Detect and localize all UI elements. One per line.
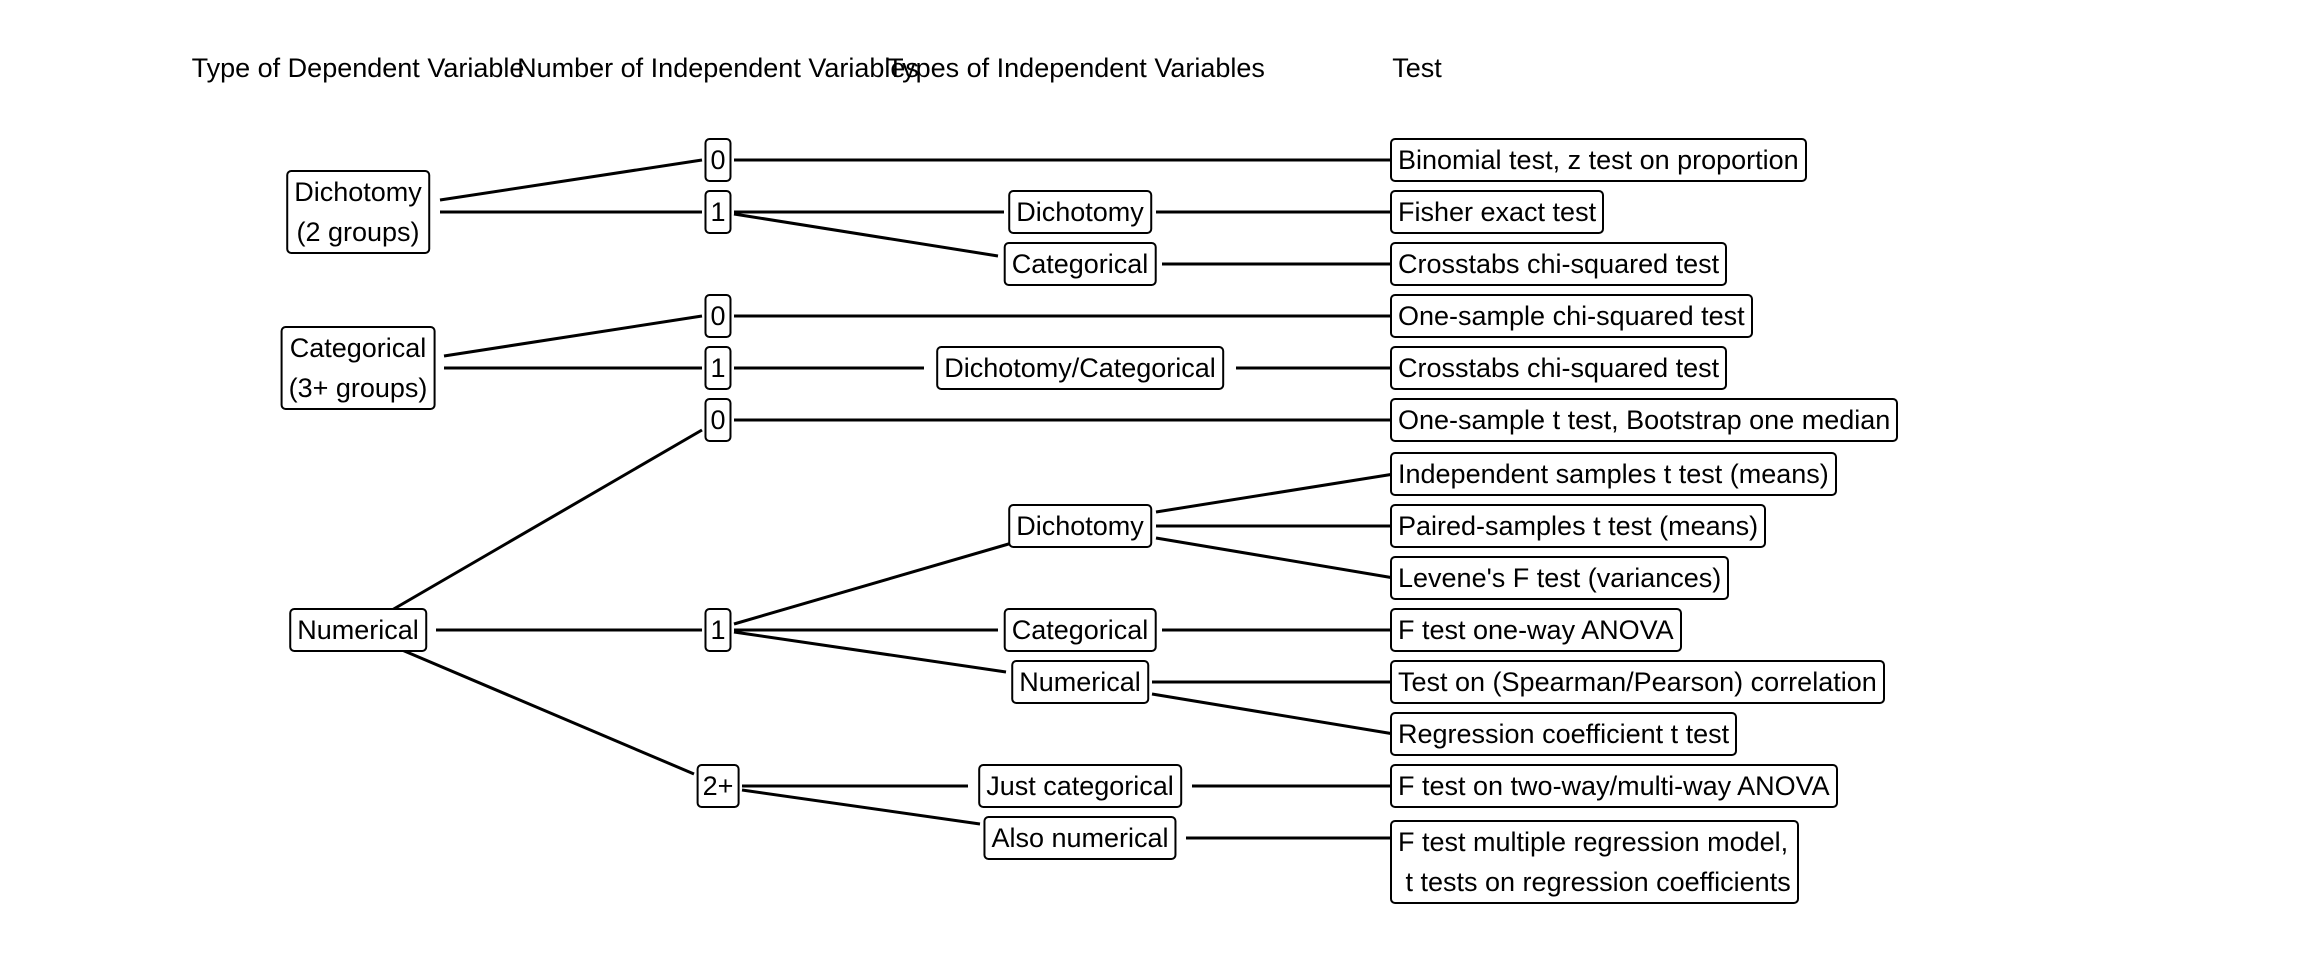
node-dependent-categorical-line1: Categorical [289, 333, 427, 363]
header-types-line2: Variables [1154, 53, 1265, 83]
node-type-num-also-numerical: Also numerical [983, 816, 1177, 860]
header-dependent-variable: Type of Dependent Variable [192, 47, 525, 89]
edge-numerical-regression [1151, 692, 1395, 736]
header-test: Test [1392, 47, 1442, 89]
node-dependent-categorical: Categorical (3+ groups) [280, 326, 436, 410]
edge-num1-dichotomy [733, 541, 1013, 626]
node-count-num-1: 1 [704, 608, 732, 652]
node-test-one-sample-chi: One-sample chi-squared test [1390, 294, 1753, 338]
node-test-binomial: Binomial test, z test on proportion [1390, 138, 1807, 182]
header-number-line2: Independent Variables [650, 53, 919, 83]
node-test-anova-oneway: F test one-way ANOVA [1390, 608, 1682, 652]
edge-dich1-categorical [733, 212, 999, 258]
node-type-cat-dichcat: Dichotomy/Categorical [936, 346, 1224, 390]
node-type-dich-categorical: Categorical [1003, 242, 1157, 286]
header-dependent-line1: Type of Dependent [191, 53, 420, 83]
edge-num-0 [391, 428, 703, 612]
node-test-anova-multiway: F test on two-way/multi-way ANOVA [1390, 764, 1838, 808]
edge-dichotomy-independent [1155, 472, 1395, 514]
node-count-cat-1: 1 [704, 346, 732, 390]
node-dependent-numerical: Numerical [289, 608, 427, 652]
edge-num-2plus [401, 648, 695, 776]
edge-dich-0 [439, 158, 703, 202]
node-count-dich-1: 1 [704, 190, 732, 234]
node-type-num-categorical: Categorical [1003, 608, 1157, 652]
header-number-of-independent: Number of Independent Variables [517, 47, 919, 89]
node-test-multiple-regression-line2: t tests on regression coefficients [1398, 867, 1791, 897]
edge-cat-0 [443, 314, 703, 358]
node-test-fisher: Fisher exact test [1390, 190, 1605, 234]
node-dependent-dichotomy: Dichotomy (2 groups) [286, 170, 430, 254]
node-test-multiple-regression: F test multiple regression model, t test… [1390, 820, 1799, 904]
header-types-line1: Types of Independent [887, 53, 1147, 83]
node-count-dich-0: 0 [704, 138, 732, 182]
node-test-crosstabs-1: Crosstabs chi-squared test [1390, 242, 1728, 286]
node-type-num-just-categorical: Just categorical [978, 764, 1182, 808]
node-test-crosstabs-2: Crosstabs chi-squared test [1390, 346, 1728, 390]
node-type-dich-dichotomy: Dichotomy [1008, 190, 1152, 234]
node-test-paired-t: Paired-samples t test (means) [1390, 504, 1767, 548]
node-count-cat-0: 0 [704, 294, 732, 338]
node-count-num-0: 0 [704, 398, 732, 442]
header-types-of-independent: Types of Independent Variables [887, 47, 1265, 89]
header-test-line1: Test [1392, 53, 1442, 83]
node-test-regression-coef: Regression coefficient t test [1390, 712, 1738, 756]
node-type-num-numerical: Numerical [1011, 660, 1149, 704]
node-test-one-sample-t: One-sample t test, Bootstrap one median [1390, 398, 1899, 442]
node-test-independent-t: Independent samples t test (means) [1390, 452, 1837, 496]
node-test-levene: Levene's F test (variances) [1390, 556, 1730, 600]
node-dependent-categorical-line2: (3+ groups) [288, 373, 428, 403]
node-dependent-dichotomy-line2: (2 groups) [296, 217, 420, 247]
node-test-correlation: Test on (Spearman/Pearson) correlation [1390, 660, 1885, 704]
edge-num1-numerical [733, 630, 1007, 674]
node-count-num-2plus: 2+ [696, 764, 740, 808]
node-dependent-dichotomy-line1: Dichotomy [294, 177, 422, 207]
edge-2plus-alsonum [741, 788, 981, 826]
node-test-multiple-regression-line1: F test multiple regression model, [1398, 827, 1789, 857]
edge-dichotomy-levene [1155, 536, 1395, 580]
header-dependent-line2: Variable [427, 53, 525, 83]
header-number-line1: Number of [517, 53, 644, 83]
node-type-num-dichotomy: Dichotomy [1008, 504, 1152, 548]
